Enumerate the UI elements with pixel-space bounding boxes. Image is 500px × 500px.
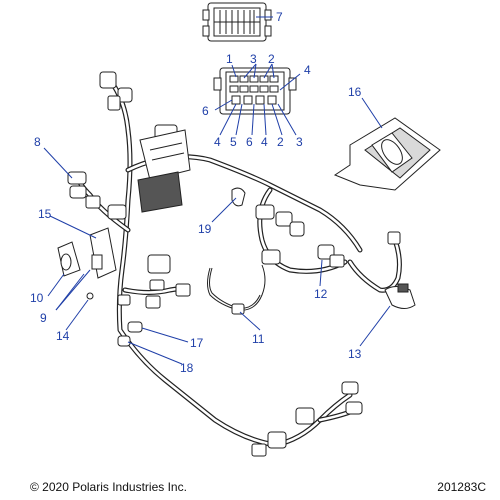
pigtail-wire: [207, 264, 266, 311]
callout-19: 19: [198, 222, 212, 236]
callout-1: 1: [226, 52, 233, 66]
callout-4: 4: [304, 63, 311, 77]
storage-cover: [333, 117, 441, 191]
harness-connectors: [57, 71, 416, 457]
fuse-box-top: [202, 2, 272, 42]
callout-5: 5: [230, 135, 237, 149]
callout-8: 8: [34, 135, 41, 149]
pigtail-connector: [231, 303, 245, 315]
callout-10: 10: [30, 291, 44, 305]
callout-6: 6: [202, 104, 209, 118]
callout-16: 16: [348, 85, 362, 99]
callout-3: 3: [250, 52, 257, 66]
callout-17: 17: [190, 336, 204, 350]
callout-9: 9: [40, 311, 47, 325]
callout-13: 13: [348, 347, 362, 361]
copyright-notice: © 2020 Polaris Industries Inc.: [30, 480, 187, 494]
callout-4: 4: [214, 135, 221, 149]
callout-2: 2: [268, 52, 275, 66]
fuse-box-open: [213, 67, 297, 115]
callout-7: 7: [276, 10, 283, 24]
callout-11: 11: [252, 332, 265, 346]
callout-12: 12: [314, 287, 328, 301]
callout-4: 4: [261, 135, 268, 149]
callout-15: 15: [38, 207, 52, 221]
callout-18: 18: [180, 361, 194, 375]
callouts: 7 1 3 2 4 6 4 5 6 4 2 3 16 8 15 19 10 9 …: [30, 10, 362, 375]
leader-lines: [43, 16, 391, 365]
callout-6: 6: [246, 135, 253, 149]
pigtail-wire-2: [209, 267, 261, 309]
drawing-number: 201283C: [437, 480, 486, 494]
callout-3: 3: [296, 135, 303, 149]
callout-14: 14: [56, 329, 70, 343]
callout-2: 2: [277, 135, 284, 149]
